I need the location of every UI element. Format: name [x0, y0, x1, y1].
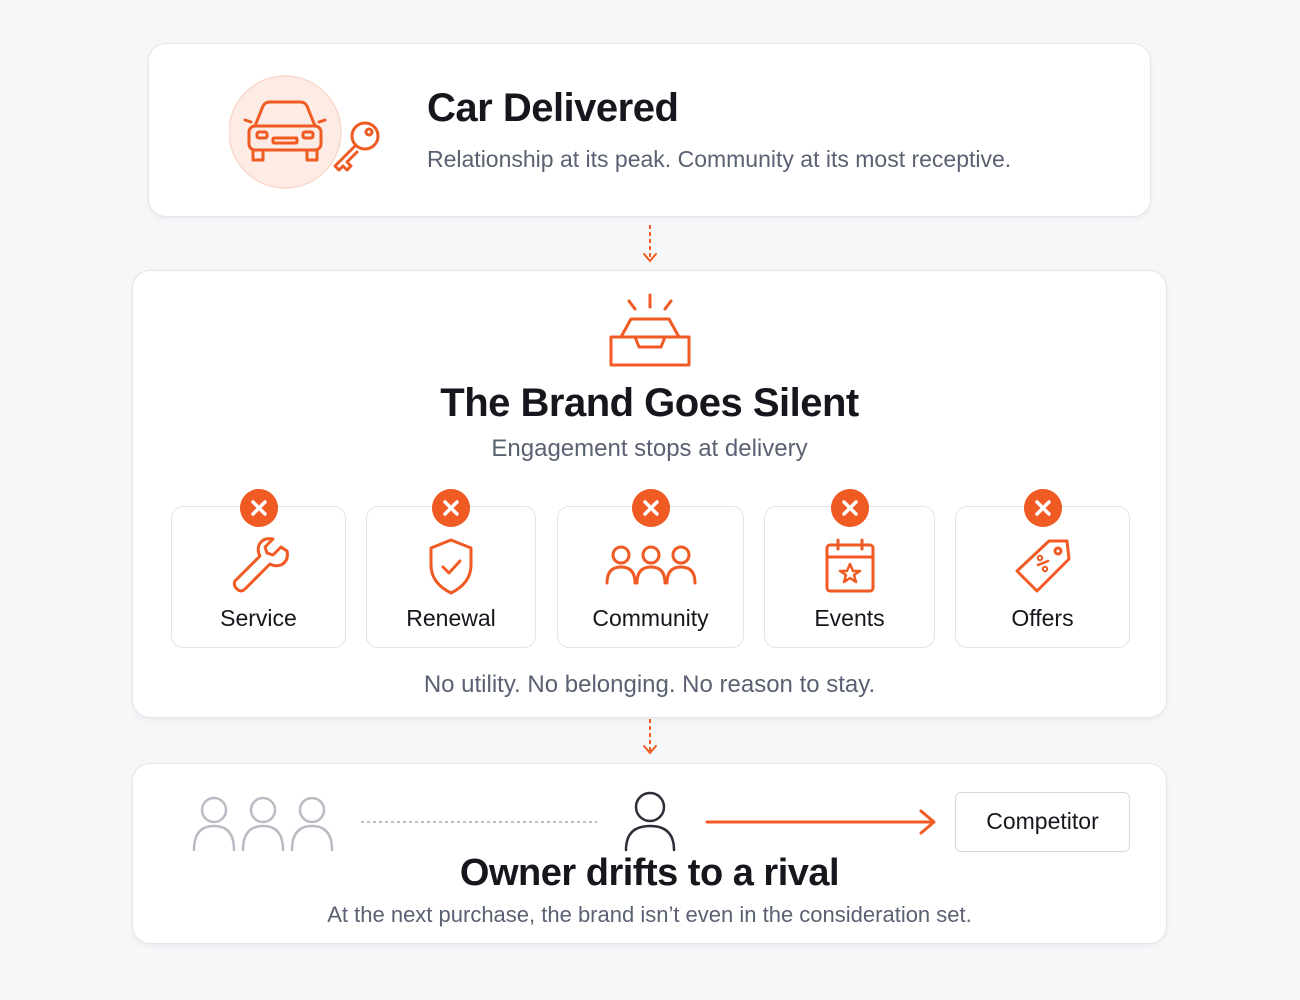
tag-percent-icon: [1015, 539, 1070, 593]
feature-label: Events: [814, 605, 885, 631]
close-icon: [432, 489, 470, 527]
car-delivered-card: Car Delivered Relationship at its peak. …: [148, 43, 1151, 217]
section-title: The Brand Goes Silent: [440, 381, 859, 425]
calendar-star-icon: [825, 538, 874, 593]
feature-renewal: Renewal: [366, 489, 536, 648]
people-icon: [605, 545, 696, 585]
down-arrow-icon: [643, 719, 657, 755]
card-subtitle: Relationship at its peak. Community at i…: [427, 146, 1012, 172]
feature-service: Service: [171, 489, 346, 648]
shield-check-icon: [429, 538, 473, 595]
section-subtitle: Engagement stops at delivery: [491, 435, 808, 462]
feature-label: Community: [592, 605, 709, 631]
owner-icon: [624, 791, 676, 852]
car-icon: [228, 75, 342, 189]
owner-drift-card: Competitor Owner drifts to a rival At th…: [132, 763, 1167, 944]
card-title: Car Delivered: [427, 86, 679, 130]
feature-label: Renewal: [406, 605, 496, 631]
close-icon: [1023, 489, 1062, 527]
feature-label: Service: [220, 605, 297, 631]
feature-offers: Offers: [955, 489, 1130, 648]
down-arrow-icon: [643, 225, 657, 263]
close-icon: [830, 489, 869, 527]
dotted-connector: [361, 821, 597, 823]
competitor-box: Competitor: [955, 792, 1130, 852]
section-footer: No utility. No belonging. No reason to s…: [423, 671, 876, 698]
section-title: Owner drifts to a rival: [459, 852, 840, 894]
arrow-right-icon: [705, 809, 936, 835]
section-subtitle: At the next purchase, the brand isn’t ev…: [327, 902, 972, 927]
close-icon: [239, 489, 278, 527]
car-key-icon-group: [228, 74, 389, 190]
feature-events: Events: [764, 489, 935, 648]
feature-community: Community: [557, 489, 744, 648]
community-group-icon: [192, 796, 334, 852]
inbox-icon: [603, 291, 697, 371]
close-icon: [631, 489, 670, 527]
brand-silent-card: The Brand Goes Silent Engagement stops a…: [132, 270, 1167, 718]
key-icon: [327, 118, 387, 178]
feature-label: Offers: [1011, 605, 1074, 631]
wrench-icon: [232, 537, 289, 593]
